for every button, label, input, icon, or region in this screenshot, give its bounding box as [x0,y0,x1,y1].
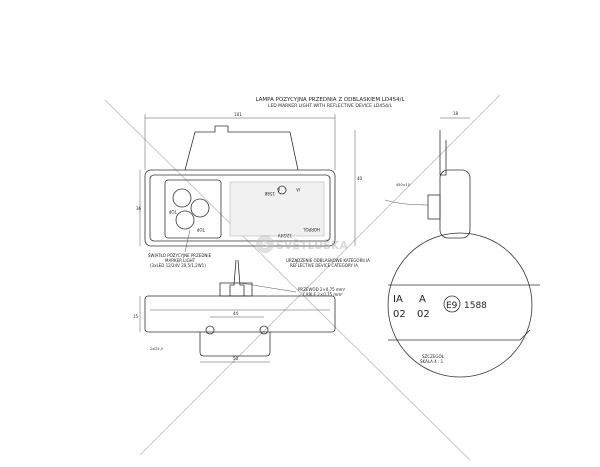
front-ia: IA [296,187,300,192]
callout-text: CABLE 2×0,75 mm² [303,292,343,297]
callout-text: (3xLED 12/24V 20,5/1,2W1) [150,263,206,268]
dim-total-height: 40 [357,176,363,181]
detail-view: IA A 02 02 E9 1588 SZCZEGÓŁ SKALA 4 : 1 [387,232,540,378]
watermark-badge: 5 [262,240,268,251]
detail-label-1: SZCZEGÓŁ [422,354,445,359]
detail-label-2: SKALA 4 : 1 [420,359,444,364]
detail-e9: E9 [446,301,458,311]
callout-marker-light: ŚWIATŁO POZYCYJNE PRZEDNIE MARKER LIGHT … [148,229,212,268]
top-marking-2: TOP [196,227,206,232]
bottom-view: 44 50 15 2x∅5,5 [133,259,336,363]
detail-ia: IA [393,294,403,305]
watermark-lines [104,94,501,461]
callout-cable: PRZEWÓD 2×0,75 mm² CABLE 2×0,75 mm² [239,282,346,297]
callout-text: PRZEWÓD 2×0,75 mm² [298,287,346,292]
detail-approval-number: 1588 [464,301,487,311]
callout-text: MARKER LIGHT [165,258,196,263]
watermark-logo: 5 SVĚTLUŠKA [256,235,348,253]
front-a: A [277,187,280,192]
dim-thickness: 15 [133,314,139,319]
dim-cable-length: 450±10 [396,183,410,187]
front-voltage: 12/24V [277,233,292,238]
dim-holes: 2x∅5,5 [150,347,163,351]
callout-text: REFLECTIVE DEVICE CATEGORY IA [290,263,358,268]
side-view: 18 450±10 [384,111,471,239]
front-brand: HORPOL [303,227,320,232]
dim-bracket-width: 50 [233,356,239,361]
dim-depth: 18 [453,111,459,116]
callout-text: URZĄDZENIE ODBLASKOWE KATEGORII IA [286,258,370,263]
watermark-brand: SVĚTLUŠKA [276,239,348,252]
dim-front-height: 36 [136,206,142,211]
dim-width: 101 [234,112,242,117]
title-line2: LED MARKER LIGHT WITH REFLECTIVE DEVICE … [268,103,393,109]
title-line1: LAMPA POZYCYJNA PRZEDNIA Z ODBLASKIEM LD… [255,97,405,103]
callout-reflector: URZĄDZENIE ODBLASKOWE KATEGORII IA REFLE… [286,258,370,268]
detail-code1: 02 [393,309,406,320]
front-view: 101 TOP TOP IA A 1588 HORPOL 12/24V 36 4… [136,112,363,247]
detail-code2: 02 [417,309,430,320]
detail-a: A [419,294,426,305]
dim-hole-spacing: 44 [233,311,239,316]
callout-text: ŚWIATŁO POZYCYJNE PRZEDNIE [148,253,212,258]
front-number: 1588 [264,191,275,196]
top-marking: TOP [168,209,178,214]
